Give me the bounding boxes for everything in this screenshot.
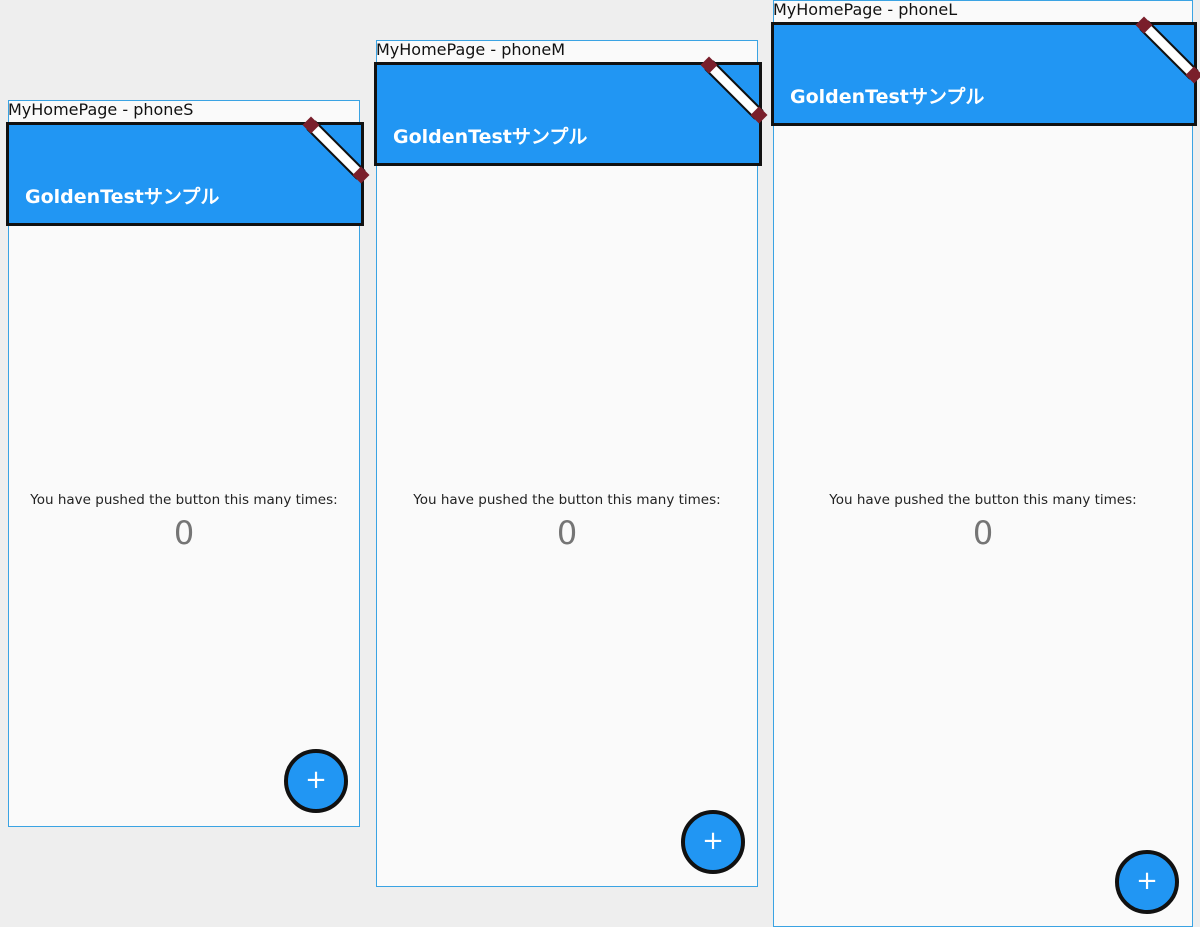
- debug-banner-icon: [700, 56, 768, 124]
- increment-fab-button[interactable]: +: [1115, 850, 1179, 914]
- app-bar: GoldenTestサンプル: [771, 16, 1200, 126]
- counter-value: 0: [173, 514, 195, 552]
- app-bar: GoldenTestサンプル: [6, 116, 370, 226]
- app-bar-title: GoldenTestサンプル: [25, 186, 220, 208]
- app-bar-title: GoldenTestサンプル: [393, 126, 588, 148]
- debug-banner-icon: [1135, 16, 1200, 84]
- counter-area: You have pushed the button this many tim…: [376, 492, 758, 552]
- phone-frame: [376, 40, 758, 887]
- device-label: MyHomePage - phoneL: [773, 0, 958, 19]
- device-phone-s: MyHomePage - phoneS GoldenTestサンプル You h…: [6, 100, 370, 827]
- app-bar: GoldenTestサンプル: [374, 56, 768, 166]
- counter-value: 0: [556, 514, 578, 552]
- plus-icon: +: [1136, 866, 1158, 896]
- plus-icon: +: [305, 765, 327, 795]
- debug-banner-icon: [302, 116, 370, 184]
- counter-caption: You have pushed the button this many tim…: [413, 492, 721, 508]
- app-bar-title: GoldenTestサンプル: [790, 86, 985, 108]
- counter-area: You have pushed the button this many tim…: [8, 492, 360, 552]
- device-label: MyHomePage - phoneS: [8, 100, 194, 119]
- device-phone-m: MyHomePage - phoneM GoldenTestサンプル You h…: [374, 40, 768, 887]
- counter-area: You have pushed the button this many tim…: [773, 492, 1193, 552]
- increment-fab-button[interactable]: +: [681, 810, 745, 874]
- device-label: MyHomePage - phoneM: [376, 40, 566, 59]
- device-phone-l: MyHomePage - phoneL GoldenTestサンプル You h…: [771, 0, 1200, 927]
- increment-fab-button[interactable]: +: [284, 749, 348, 813]
- counter-caption: You have pushed the button this many tim…: [829, 492, 1137, 508]
- counter-caption: You have pushed the button this many tim…: [30, 492, 338, 508]
- phone-frame: [773, 0, 1193, 927]
- counter-value: 0: [972, 514, 994, 552]
- plus-icon: +: [702, 826, 724, 856]
